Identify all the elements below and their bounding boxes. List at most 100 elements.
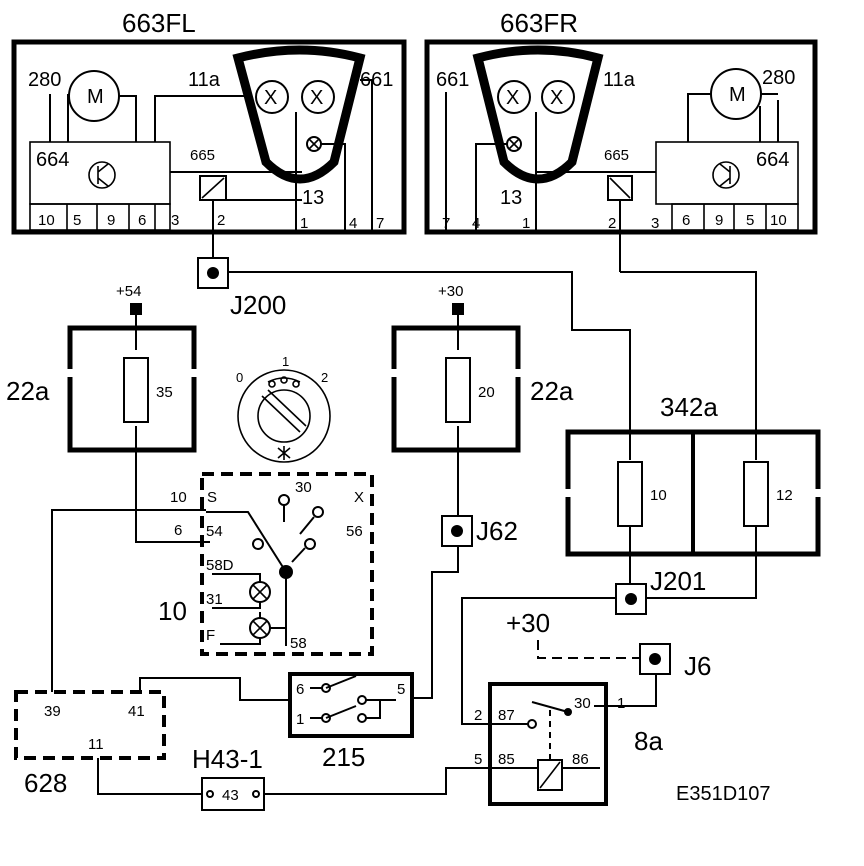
supply-plus30-right: +30 [506,608,550,638]
terminal-label: 30 [295,479,312,496]
relay-label-fl: 665 [190,147,215,164]
knob-position-2: 2 [321,370,328,385]
supply-plus54-label: +54 [116,283,141,300]
connector-j201-label: J201 [650,566,706,596]
wiper-fl-title: 663FL [122,8,196,38]
connector-j6-label: J6 [684,651,711,681]
pin-label: 5 [397,681,405,698]
motor-symbol-fr: M [729,84,746,106]
fuse-left-block-label: 22a [6,376,50,406]
fusebox-right-label: 342a [660,392,718,422]
pin-label: 6 [296,681,304,698]
wiper-unit-front-left: 663FL M 280 664 10 5 9 6 3 665 2 11a X [11,8,407,262]
connector-j6: J6 [639,643,711,681]
pin-label: 2 [217,212,225,229]
fuse-h43: H43-1 43 [192,744,265,811]
pin-label: 2 [608,215,616,232]
motor-label-fl: 280 [28,69,61,91]
module-628: 39 41 11 628 [14,690,166,798]
terminal-num: 10 [170,489,187,506]
pin-label: 4 [472,215,480,232]
lamp-icon [255,80,289,114]
fuse-r2-value: 12 [776,487,793,504]
pump-label-fl: 661 [360,69,393,91]
asterisk-icon [277,446,291,460]
pin-label: 5 [73,212,81,229]
relay-8a-label: 8a [634,726,663,756]
lamp-icon [301,80,335,114]
pin-label: 6 [682,212,690,229]
terminal-label: 56 [346,523,363,540]
connector-j201: J201 [615,566,706,615]
switch-10-label: 10 [158,596,187,626]
supply-plus30-right-label: +30 [506,608,550,638]
wiper-unit-front-right: 663FR 661 X X 11a 13 7 4 1 665 2 3 664 6… [424,8,818,272]
ground-label-fr: 13 [500,187,522,209]
terminal-label: F [206,627,215,644]
fuse-block-342a: 342a 10 12 [556,392,830,557]
pin-label: 7 [442,215,450,232]
fuse-icon [445,357,471,423]
lamp-icon [497,80,531,114]
terminal-label: 58D [206,557,234,574]
lamp-unit-label-fr: 11a [603,69,636,91]
lamp-symbol: X [506,87,519,109]
transistor-icon [88,161,116,189]
lamp-housing-fl [232,45,366,184]
relay-8a: 2 87 30 1 5 85 86 8a [474,682,663,806]
wiper-fl-frame [11,39,407,235]
module-628-label: 628 [24,768,67,798]
pin-label: 85 [498,751,515,768]
terminal-label: S [207,489,217,506]
supply-plus30-mid: +30 [438,283,464,315]
fuse-icon [123,357,149,423]
terminal-label: 58 [290,635,307,652]
pin-label: 7 [376,215,384,232]
fuse-mid-block-label: 22a [530,376,574,406]
pump-label-fr: 661 [436,69,469,91]
pin-label: 5 [474,751,482,768]
supply-plus30-label: +30 [438,283,463,300]
lamp-symbol: X [264,87,277,109]
motor-symbol-fl: M [87,86,104,108]
fuse-left-value: 35 [156,384,173,401]
pin-label: 11 [88,736,104,753]
pin-label: 1 [617,695,625,712]
knob-position-1: 1 [282,354,289,369]
fuse-icon [617,461,643,527]
relay-label-fr: 665 [604,147,629,164]
pin-label: 86 [572,751,589,768]
pin-label: 9 [107,212,115,229]
terminal-num: 6 [174,522,182,539]
lamp-housing-fr [472,45,604,184]
switch-215: 6 5 1 215 [288,672,414,772]
fuse-h43-value: 43 [222,787,239,804]
pin-label: 10 [38,212,55,229]
switch-10: 10 S 6 54 30 X 56 58D 31 F 58 10 [158,472,374,656]
lamp-symbol: X [550,87,563,109]
lamp-unit-label-fl: 11a [188,69,221,91]
fuse-mid-value: 20 [478,384,495,401]
pin-label: 30 [574,695,591,712]
connector-j62-label: J62 [476,516,518,546]
wires [51,271,757,795]
pin-label: 1 [296,711,304,728]
fuse-r1-value: 10 [650,487,667,504]
fuse-icon [743,461,769,527]
switch-215-label: 215 [322,742,365,772]
pin-label: 2 [474,707,482,724]
wiper-fr-title: 663FR [500,8,578,38]
pin-label: 3 [651,215,659,232]
connector-j200: J200 [197,257,286,320]
lamp-icon [541,80,575,114]
fuse-block-left: 35 22a [6,325,208,453]
pin-label: 1 [522,215,530,232]
lamp-symbol: X [310,87,323,109]
connector-j200-label: J200 [230,290,286,320]
transistor-icon [712,161,740,189]
motor-label-fr: 280 [762,67,795,89]
pin-label: 10 [770,212,787,229]
ground-label-fl: 13 [302,187,324,209]
pin-label: 3 [171,212,179,229]
